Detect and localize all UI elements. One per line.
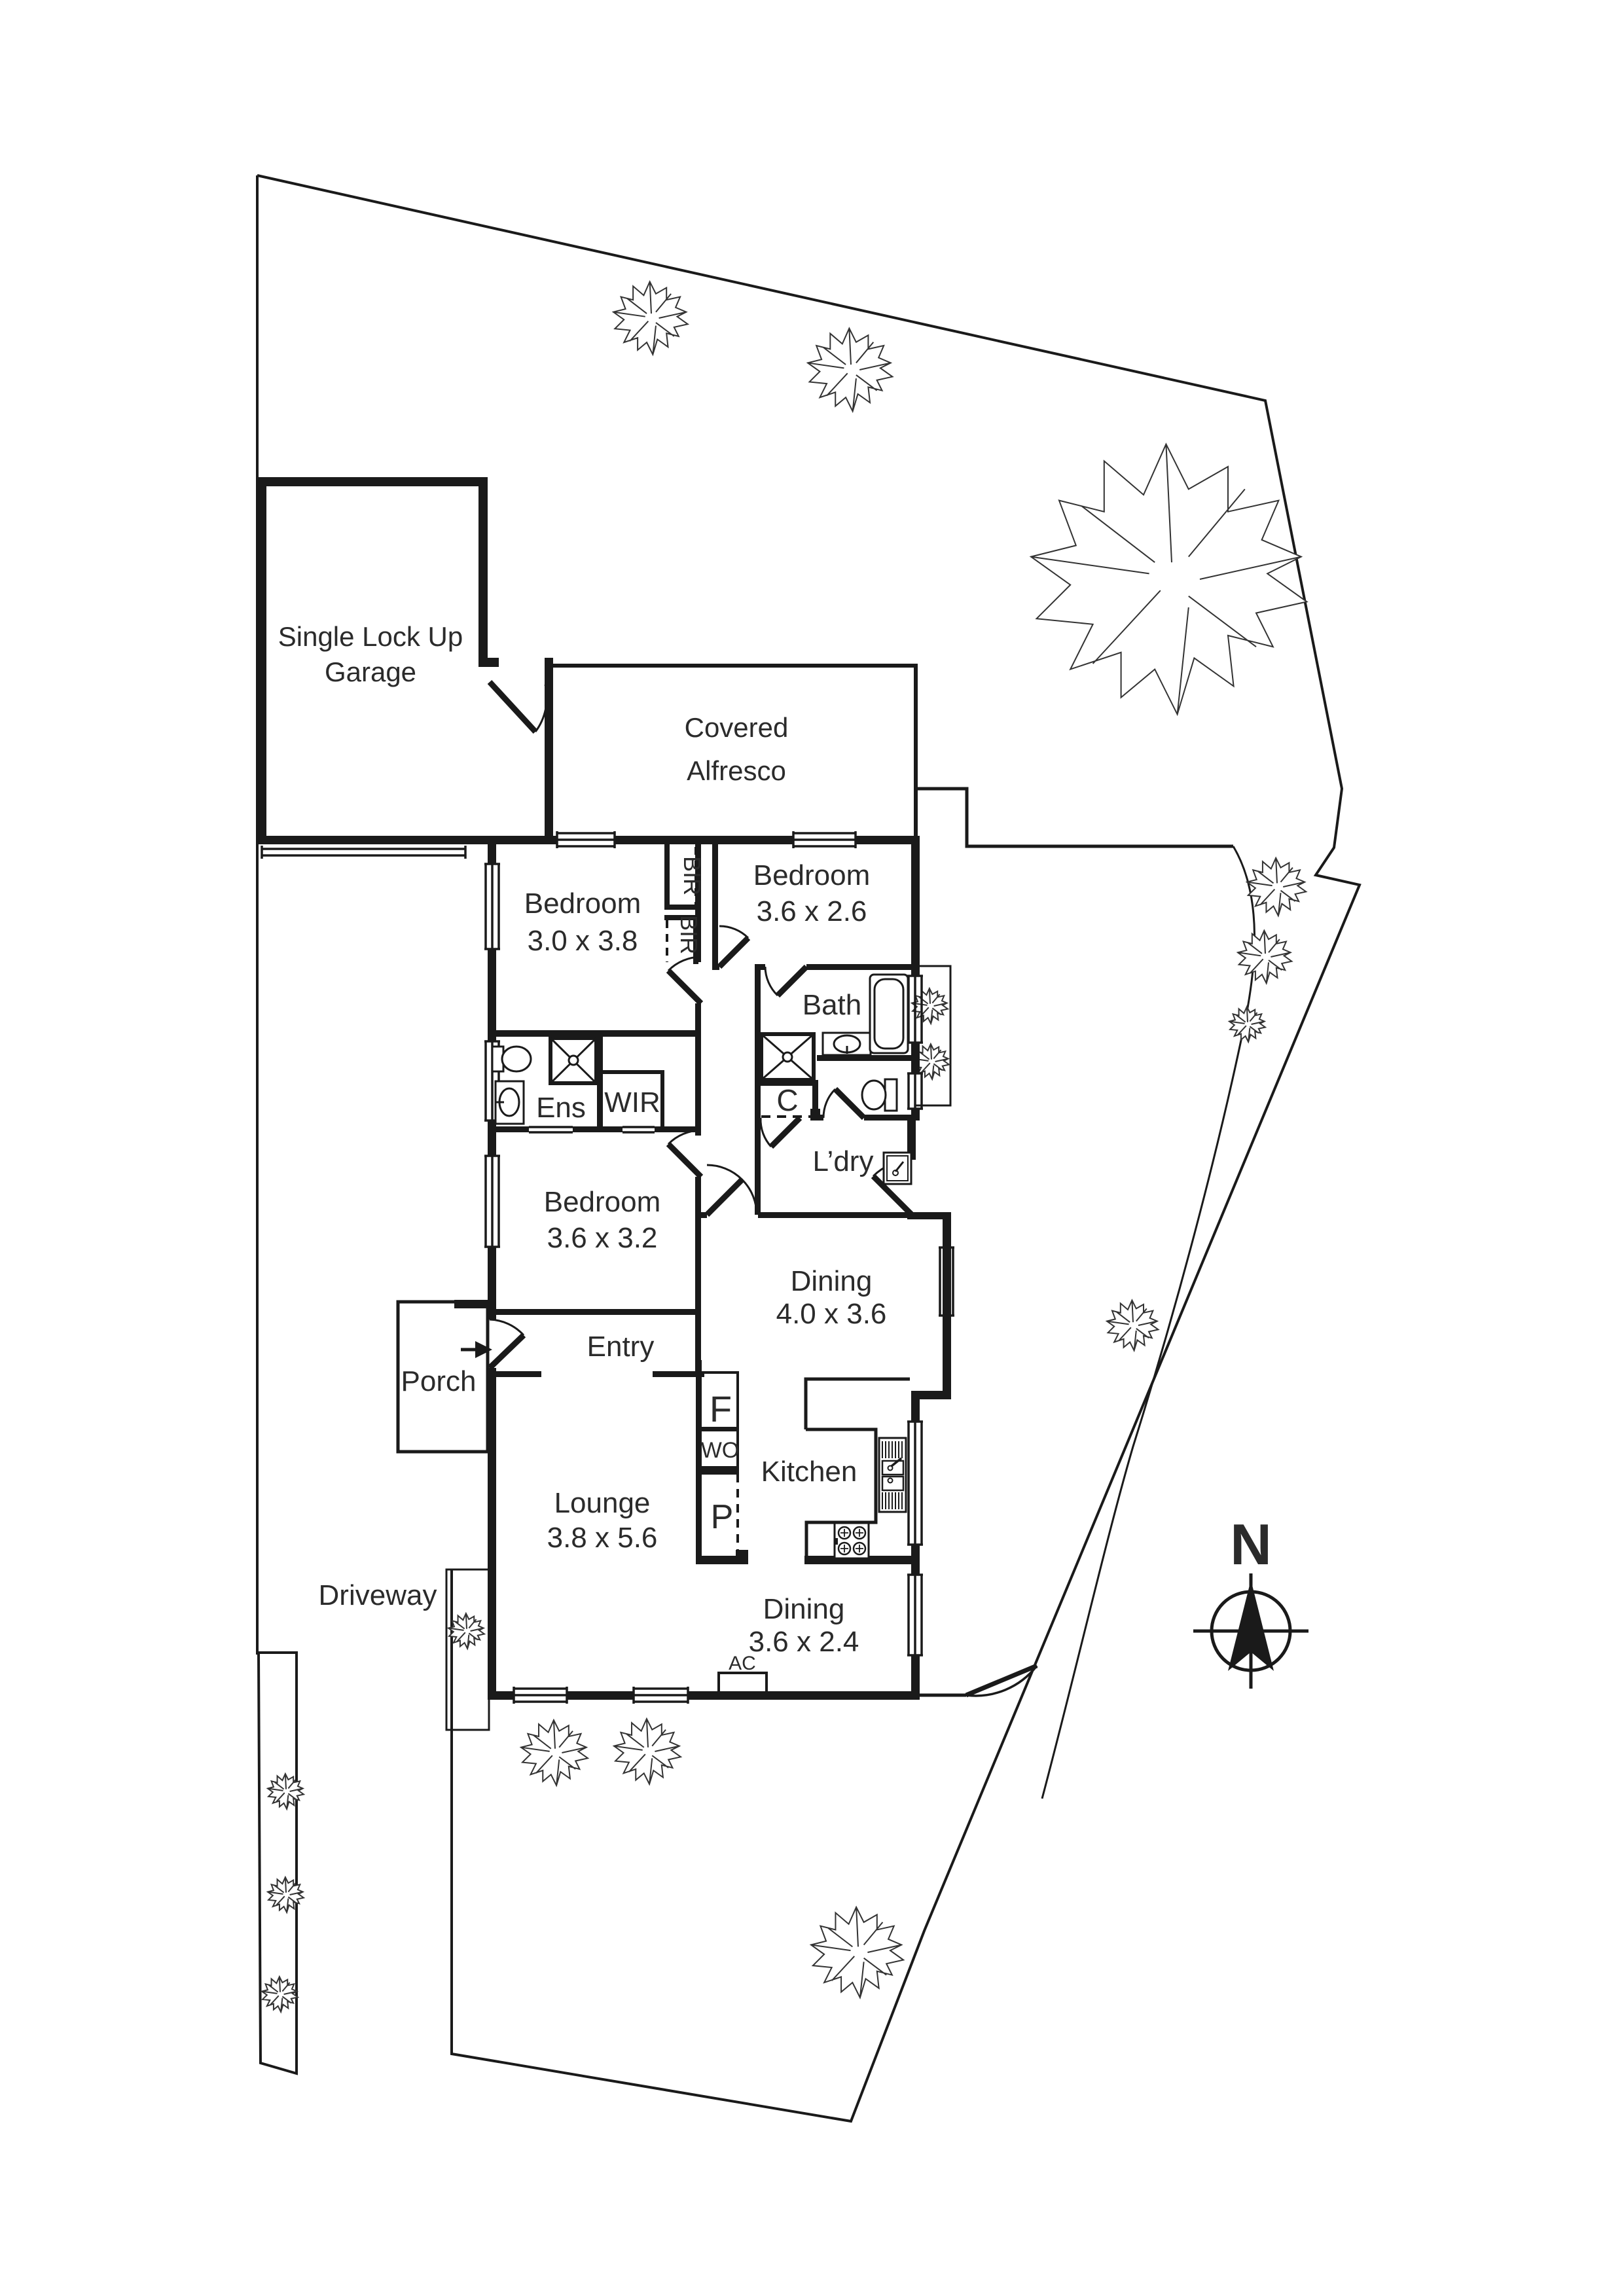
north-label: N [1230, 1512, 1272, 1577]
tree-icon [911, 988, 948, 1024]
room-dims-bedroom1: 3.0 x 3.8 [528, 925, 638, 957]
room-label-bedroom3: Bedroom [544, 1186, 661, 1218]
trees [261, 281, 1307, 2013]
tree-icon [810, 1906, 905, 1999]
tree-icon [267, 1773, 304, 1810]
compass-icon: N [1193, 1512, 1308, 1689]
bathtub-icon [869, 973, 909, 1054]
kitchen-bench [804, 1377, 910, 1557]
kitchen-sink-icon [878, 1437, 907, 1513]
tree-icon [1246, 857, 1307, 917]
stove-icon [833, 1522, 870, 1560]
shower-icon [549, 1036, 598, 1085]
tree-icon [1229, 1006, 1266, 1043]
garage-walls [257, 477, 548, 859]
tree-icon [267, 1876, 304, 1913]
room-label-garage-line1: Single Lock Up [278, 621, 463, 652]
tree-icon [1106, 1299, 1159, 1352]
laundry-trough-icon [882, 1151, 912, 1185]
room-label-dining1: Dining [791, 1265, 873, 1297]
room-label-bath: Bath [803, 989, 862, 1021]
room-label-kitchen: Kitchen [761, 1456, 857, 1488]
fixtures [491, 973, 912, 1694]
room-label-porch: Porch [401, 1365, 477, 1397]
room-label-laundry: L’dry [813, 1145, 874, 1177]
tree-icon [806, 327, 893, 412]
entry-arrow-icon [461, 1341, 492, 1358]
room-label-bedroom1: Bedroom [524, 888, 641, 920]
appliance-label-fridge: F [710, 1388, 732, 1429]
room-dims-dining1: 4.0 x 3.6 [776, 1298, 887, 1330]
tree-icon [520, 1719, 588, 1786]
driveway-strip [257, 1651, 298, 2075]
interior-walls [488, 844, 920, 1564]
room-label-lounge: Lounge [554, 1487, 651, 1519]
room-label-wir: WIR [604, 1086, 660, 1119]
appliance-label-pantry: P [711, 1498, 734, 1536]
tree-icon [612, 281, 689, 355]
rear-gate [920, 1663, 1038, 1698]
appliance-label-wall-oven: WO [701, 1438, 740, 1463]
room-dims-bedroom2: 3.6 x 2.6 [757, 895, 867, 927]
closet-label-bir1: BIR [679, 856, 706, 895]
tree-icon [613, 1718, 681, 1785]
tree-icon [261, 1976, 298, 2013]
alfresco-walls [545, 658, 918, 836]
property-boundary [256, 174, 1362, 2123]
ac-unit-icon [717, 1672, 768, 1694]
shower-icon [759, 1032, 816, 1082]
tree-icon [1031, 444, 1307, 715]
room-label-alfresco-line2: Alfresco [687, 755, 786, 786]
tree-icon [1237, 929, 1293, 984]
room-dims-dining2: 3.6 x 2.4 [749, 1626, 859, 1658]
windows [484, 831, 954, 1704]
appliance-label-ac: AC [729, 1653, 756, 1674]
room-label-bedroom2: Bedroom [753, 859, 871, 891]
closet-label-bir2: BIR [676, 915, 702, 954]
room-label-ens: Ens [536, 1092, 586, 1124]
room-dims-lounge: 3.8 x 5.6 [547, 1522, 658, 1554]
room-label-entry: Entry [587, 1331, 655, 1363]
toilet-icon [884, 1078, 898, 1112]
doors [487, 925, 914, 1371]
tree-icon [448, 1613, 485, 1649]
room-label-closet: C [776, 1083, 798, 1117]
room-label-driveway: Driveway [319, 1579, 437, 1611]
room-dims-bedroom3: 3.6 x 3.2 [547, 1222, 658, 1254]
room-label-garage-line2: Garage [325, 656, 416, 687]
side-fence [918, 787, 1233, 848]
room-label-dining2: Dining [763, 1593, 845, 1625]
room-label-alfresco-line1: Covered [685, 712, 789, 743]
